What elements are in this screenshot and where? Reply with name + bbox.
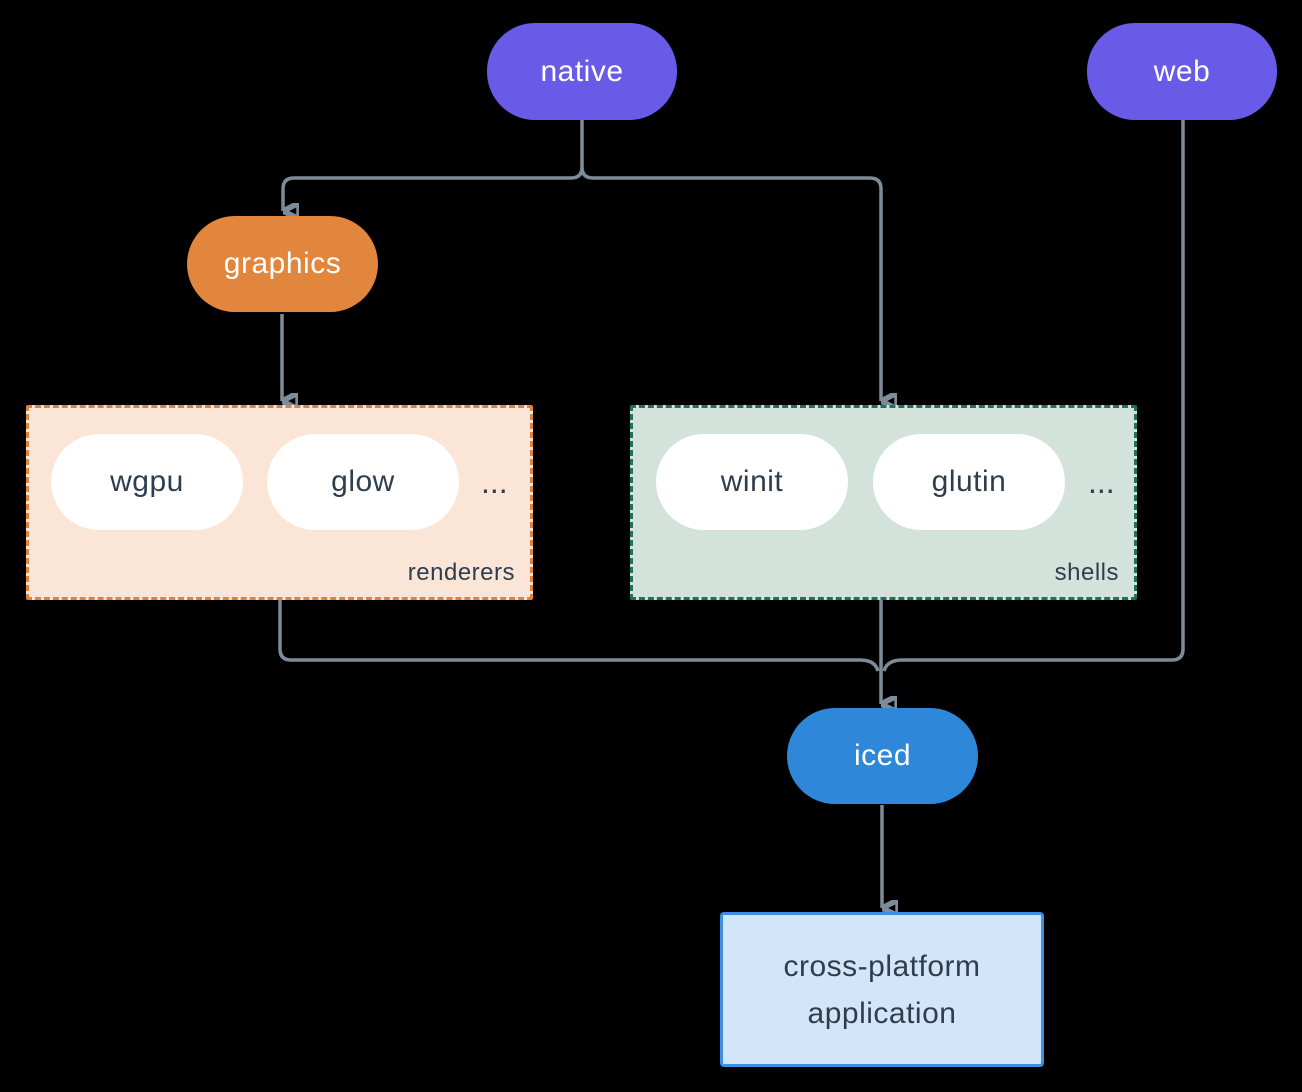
node-native-label: native xyxy=(540,54,624,88)
group-shells-label: shells xyxy=(1054,559,1119,586)
app-label-line1: cross-platform xyxy=(783,949,981,983)
node-winit: winit xyxy=(656,434,848,530)
edge-native-graphics xyxy=(281,166,584,211)
node-web-label: web xyxy=(1153,54,1211,88)
edge-native-shells xyxy=(580,166,881,401)
node-wgpu-label: wgpu xyxy=(110,465,184,498)
app-label-line2: application xyxy=(807,996,957,1030)
group-renderers-label: renderers xyxy=(407,559,515,586)
node-iced-label: iced xyxy=(853,739,912,772)
node-native: native xyxy=(487,23,677,120)
node-glutin-label: glutin xyxy=(931,465,1007,498)
node-iced: iced xyxy=(787,708,978,804)
renderers-ellipsis: ... xyxy=(481,464,508,500)
edge-web-iced xyxy=(882,120,1185,672)
node-cross-platform-application: cross-platform application xyxy=(720,912,1044,1067)
node-web: web xyxy=(1087,23,1277,120)
node-wgpu: wgpu xyxy=(51,434,243,530)
node-winit-label: winit xyxy=(720,465,784,498)
node-glow-label: glow xyxy=(331,465,395,498)
group-shells: winit glutin ... shells xyxy=(630,405,1137,600)
shells-ellipsis: ... xyxy=(1088,464,1115,500)
node-graphics-label: graphics xyxy=(223,247,342,280)
node-graphics: graphics xyxy=(187,216,378,312)
edge-renderers-iced xyxy=(278,600,880,672)
node-glow: glow xyxy=(267,434,459,530)
group-renderers: wgpu glow ... renderers xyxy=(26,405,533,600)
node-glutin: glutin xyxy=(873,434,1065,530)
